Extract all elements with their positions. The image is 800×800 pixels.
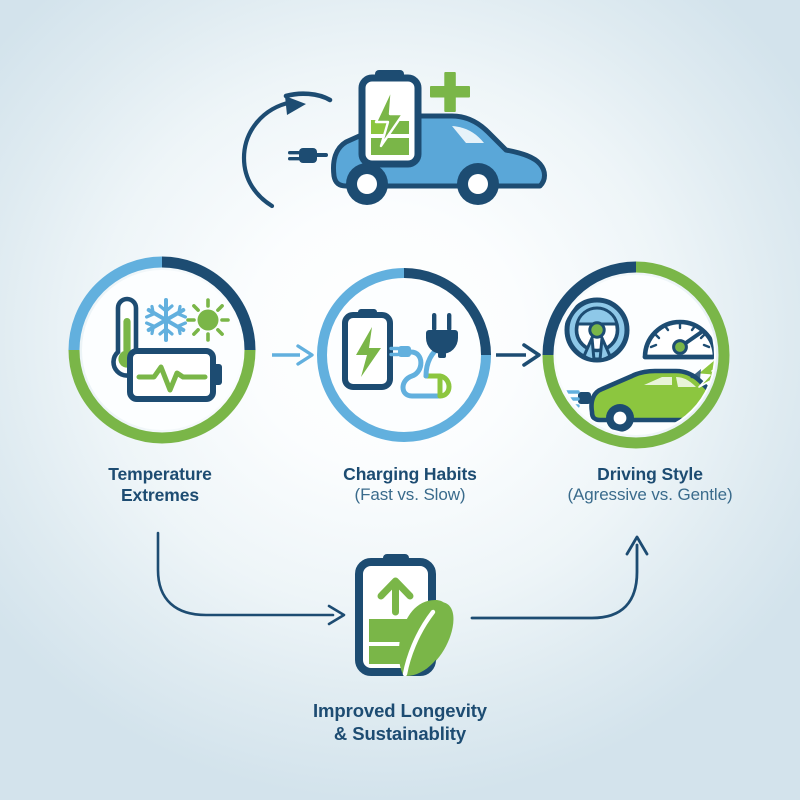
node-subtitle-charging: (Fast vs. Slow) [354, 485, 466, 505]
node-driving[interactable] [542, 261, 743, 449]
hero-battery-icon [358, 70, 422, 168]
hero-plus-icon [430, 72, 470, 112]
charging-cable-arc-icon [241, 91, 333, 209]
node-label-driving: Driving Style (Agressive vs. Gentle) [525, 464, 775, 506]
snowflake-icon [145, 298, 187, 342]
connector-arrows [156, 343, 649, 626]
arrow-temperature-to-charging [272, 344, 314, 366]
node-charging[interactable] [317, 268, 491, 442]
node-subtitle-driving: (Agressive vs. Gentle) [567, 485, 733, 505]
hero-illustration [241, 70, 547, 209]
node-title-driving: Driving Style [597, 464, 703, 484]
sun-icon [186, 298, 230, 342]
steering-wheel-icon [564, 297, 630, 363]
node-temperature[interactable] [68, 256, 256, 444]
node-label-temperature: Temperature Extremes [60, 464, 260, 507]
leaf-front-icon [398, 599, 452, 677]
outcome-title-line2: & Sustainablity [333, 722, 467, 744]
node-label-charging: Charging Habits (Fast vs. Slow) [300, 464, 520, 506]
plug-cable-icon [389, 313, 458, 399]
outcome-icon-group [355, 554, 454, 677]
outcome-title: Improved Longevity [313, 700, 487, 721]
node-title-temperature: Temperature [108, 464, 212, 484]
battery-pulse-icon [127, 348, 222, 402]
arrow-outcome-to-driving [470, 535, 649, 620]
arrow-charging-to-driving [496, 343, 541, 367]
node-label-outcome: Improved Longevity & Sustainablity [280, 700, 520, 745]
arrow-temperature-to-outcome [156, 531, 346, 626]
node-title-charging: Charging Habits [343, 464, 477, 484]
speedometer-icon [642, 319, 714, 360]
battery-bolt-icon [342, 309, 393, 390]
node-title-temperature-line2: Extremes [120, 485, 199, 506]
